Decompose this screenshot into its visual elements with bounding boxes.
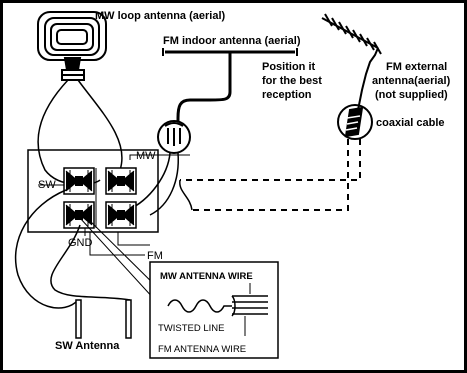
sw-antenna-label: SW Antenna bbox=[55, 340, 120, 352]
sw-antenna-icon bbox=[75, 299, 132, 339]
fm-external-label-1: FM external bbox=[386, 61, 447, 73]
fm-wire-b bbox=[149, 152, 179, 216]
coax-dashed-wire-a bbox=[192, 139, 349, 211]
mw-loop-label: MW loop antenna (aerial) bbox=[95, 10, 226, 22]
wire-bundle-icon bbox=[232, 295, 268, 315]
fm-connector-icon bbox=[157, 120, 191, 154]
fm-external-antenna-icon bbox=[321, 13, 382, 111]
fm-indoor-antenna-icon bbox=[162, 48, 298, 122]
fm-external-label-2: antenna(aerial) bbox=[372, 75, 451, 87]
inset-mw-wire-label: MW ANTENNA WIRE bbox=[160, 271, 253, 282]
fm-leader-line bbox=[89, 232, 150, 256]
mw-loop-antenna-icon bbox=[37, 11, 107, 81]
sw-terminal-label: SW bbox=[38, 179, 56, 191]
inset-leader-b bbox=[79, 217, 156, 301]
coax-jumper bbox=[179, 179, 193, 211]
fm-terminal-label: FM bbox=[147, 250, 163, 262]
coaxial-label: coaxial cable bbox=[376, 117, 445, 129]
sw-wire-a bbox=[14, 189, 79, 309]
coax-dashed-wire-b bbox=[180, 139, 361, 181]
coaxial-cable-icon bbox=[337, 104, 373, 140]
position-label-3: reception bbox=[262, 89, 312, 101]
inset-twisted-line-label: TWISTED LINE bbox=[158, 323, 225, 334]
inset-fm-wire-label: FM ANTENNA WIRE bbox=[158, 344, 246, 355]
wire-detail-inset bbox=[149, 261, 279, 359]
gnd-terminal-label: GND bbox=[68, 237, 93, 249]
sw-wire-b bbox=[50, 224, 131, 301]
position-label-1: Position it bbox=[262, 61, 316, 73]
twisted-line-icon bbox=[167, 299, 232, 313]
mw-leader-line bbox=[129, 154, 190, 160]
position-label-2: for the best bbox=[262, 75, 322, 87]
fm-external-label-3: (not supplied) bbox=[375, 89, 448, 101]
antenna-terminal-block bbox=[27, 149, 159, 233]
fm-indoor-label: FM indoor antenna (aerial) bbox=[163, 35, 301, 47]
mw-loop-wire-b bbox=[77, 79, 123, 171]
mw-terminal-label: MW bbox=[136, 150, 156, 162]
